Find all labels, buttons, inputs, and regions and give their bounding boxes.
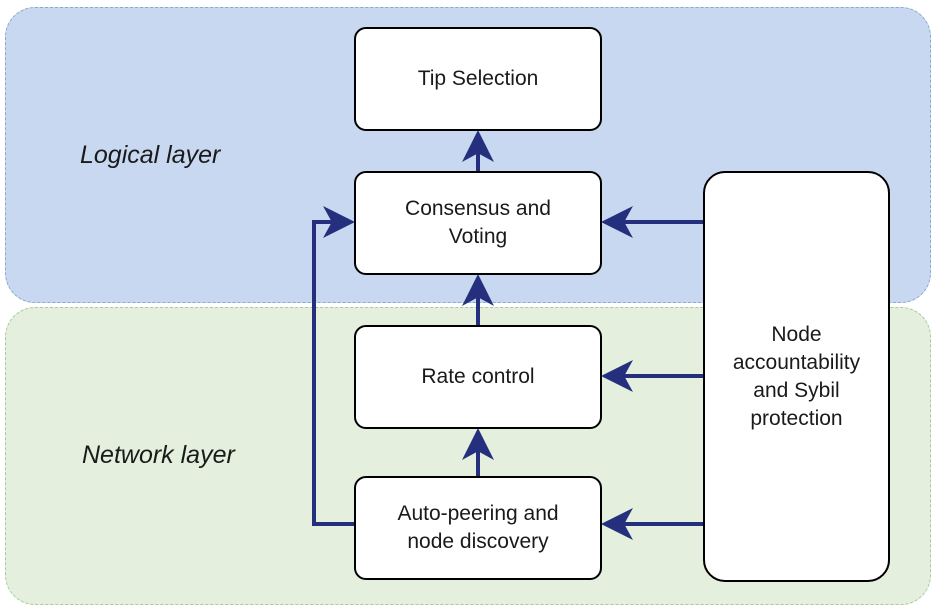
node-accountability-label: Node accountability and Sybil protection	[732, 322, 861, 430]
auto-peering-box: Auto-peering and node discovery	[354, 476, 602, 580]
node-accountability-box: Node accountability and Sybil protection	[703, 171, 890, 582]
consensus-voting-box: Consensus and Voting	[354, 171, 602, 275]
rate-control-label: Rate control	[421, 365, 535, 388]
auto-peering-label: Auto-peering and node discovery	[397, 502, 559, 553]
rate-control-box: Rate control	[354, 325, 602, 429]
tip-selection-box: Tip Selection	[354, 27, 602, 131]
tip-selection-label: Tip Selection	[417, 67, 539, 90]
network-layer-label: Network layer	[82, 441, 235, 469]
logical-layer-label: Logical layer	[80, 141, 221, 169]
consensus-voting-label: Consensus and Voting	[405, 197, 551, 248]
